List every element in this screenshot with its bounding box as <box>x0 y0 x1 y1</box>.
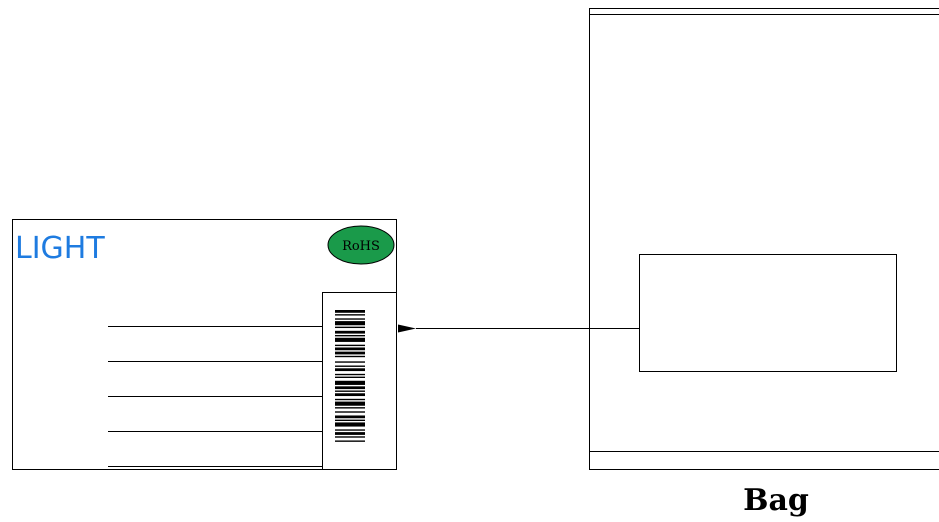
product-label: LIGHT RoHS <box>12 219 397 470</box>
barcode-bar <box>335 368 365 372</box>
rohs-badge-shape <box>327 225 395 265</box>
barcode-bar <box>335 380 365 385</box>
bag: Bag <box>589 8 939 518</box>
bag-caption: Bag <box>743 483 809 518</box>
barcode-bar <box>335 376 365 378</box>
barcode <box>335 310 365 442</box>
barcode-bar <box>335 347 365 351</box>
barcode-bar <box>335 386 365 390</box>
barcode-bar <box>335 415 365 419</box>
label-text-lines <box>108 326 322 467</box>
barcode-bar <box>335 318 365 320</box>
barcode-bar <box>335 326 365 329</box>
barcode-bar <box>335 321 365 326</box>
barcode-bar <box>335 393 365 397</box>
barcode-bar <box>335 344 365 347</box>
barcode-bar <box>335 432 365 435</box>
barcode-bar <box>335 422 365 427</box>
barcode-bar <box>335 411 365 413</box>
bag-label-area <box>639 254 897 372</box>
barcode-bar <box>335 373 365 376</box>
barcode-bar <box>335 314 365 316</box>
barcode-bar <box>335 436 365 438</box>
barcode-bar <box>335 419 365 422</box>
barcode-bar <box>335 398 365 401</box>
barcode-bar <box>335 407 365 409</box>
barcode-bar <box>335 390 365 392</box>
barcode-bar <box>335 337 365 342</box>
barcode-bar <box>335 429 365 431</box>
barcode-bar <box>335 365 365 367</box>
barcode-bar <box>335 440 365 442</box>
barcode-panel <box>322 292 397 470</box>
barcode-bar <box>335 330 365 334</box>
barcode-bar <box>335 351 365 355</box>
barcode-bar <box>335 355 365 358</box>
barcode-bar <box>335 361 365 363</box>
barcode-bar <box>335 401 365 406</box>
brand-text: LIGHT <box>15 231 105 266</box>
barcode-bar <box>335 310 365 313</box>
rohs-badge-text: RoHS <box>342 239 380 254</box>
barcode-bar <box>335 334 365 337</box>
rohs-badge: RoHS <box>327 225 395 265</box>
